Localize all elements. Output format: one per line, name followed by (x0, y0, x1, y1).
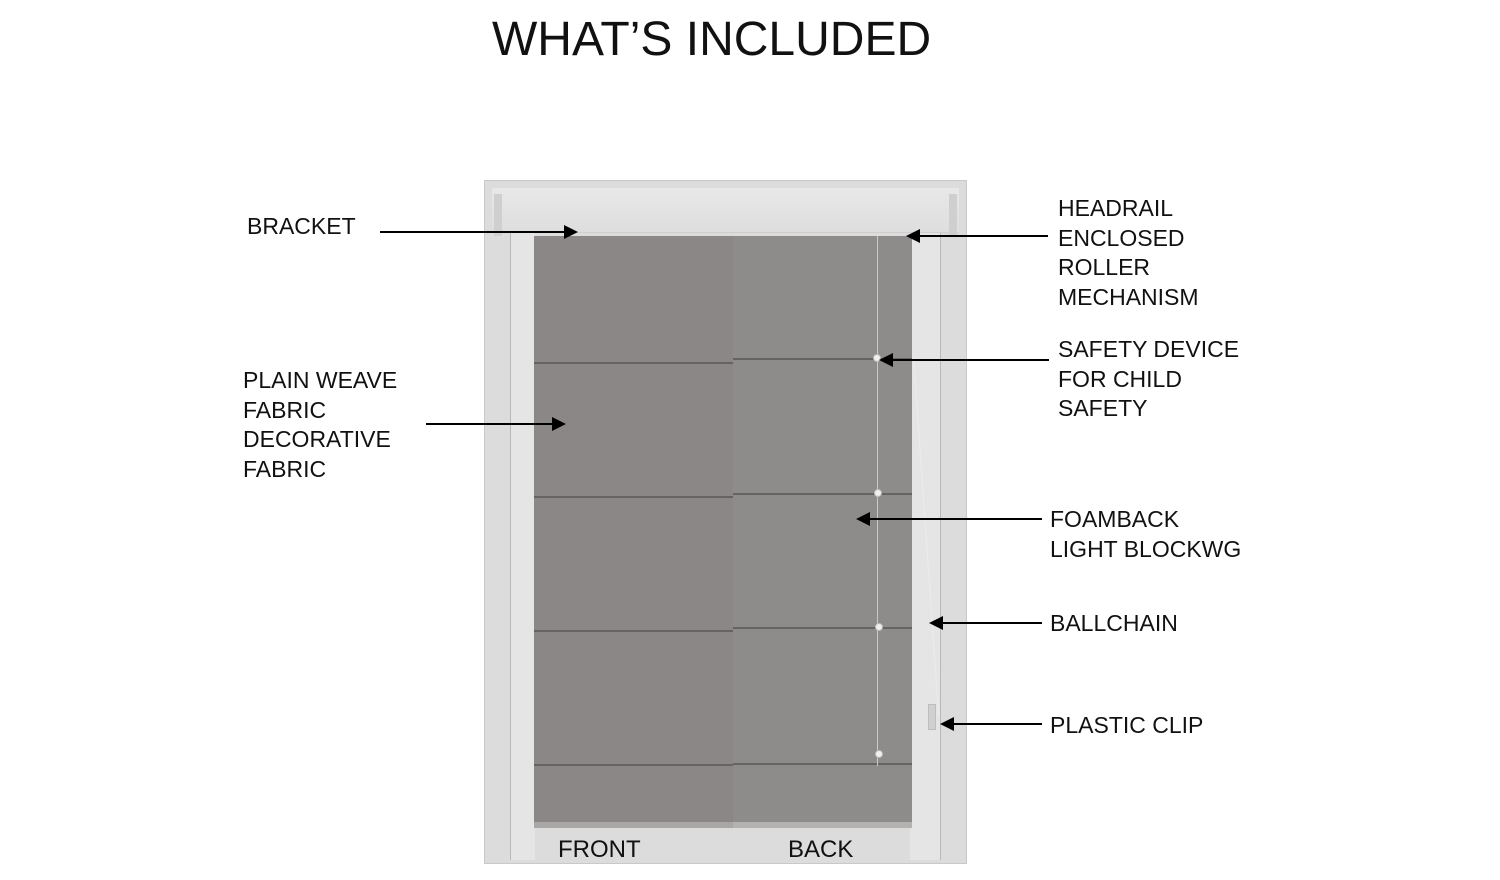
callout-label: FOAMBACK LIGHT BLOCKWG (1050, 506, 1242, 562)
fabric-bottom-bar (733, 822, 912, 828)
callout-label: HEADRAIL ENCLOSED ROLLER MECHANISM (1058, 195, 1199, 310)
fabric-fold (534, 362, 733, 364)
fabric-fold (534, 496, 733, 498)
roman-blind-illustration: FRONT BACK (484, 180, 967, 864)
arrow-left-icon (906, 229, 1048, 243)
fabric-back-panel (733, 236, 912, 828)
safety-bead-icon (875, 750, 883, 758)
front-label: FRONT (558, 836, 641, 863)
callout-label: SAFETY DEVICE FOR CHILD SAFETY (1058, 336, 1240, 422)
lift-cord (877, 236, 878, 766)
bracket-right (949, 194, 957, 236)
fabric-fold (534, 630, 733, 632)
arrow-left-icon (879, 353, 1049, 367)
callout-label: BALLCHAIN (1050, 610, 1178, 636)
arrow-left-icon (940, 717, 1042, 731)
fabric-fold (733, 627, 912, 629)
fabric-fold (733, 493, 912, 495)
fabric-fold (733, 358, 912, 360)
fabric-bottom-bar (534, 822, 733, 828)
arrow-left-icon (929, 616, 1042, 630)
arrow-right-icon (380, 225, 578, 239)
arrow-left-icon (856, 512, 1042, 526)
fabric-front-panel (534, 236, 733, 828)
fabric-fold (534, 764, 733, 766)
window-frame-left (510, 232, 535, 860)
callout-label: PLASTIC CLIP (1050, 712, 1204, 738)
callout-label: PLAIN WEAVE FABRIC DECORATIVE FABRIC (243, 367, 398, 482)
callout-label: BRACKET (247, 213, 356, 239)
page-title: WHAT’S INCLUDED (492, 13, 932, 66)
bracket-left (494, 194, 502, 236)
safety-bead-icon (875, 623, 883, 631)
plastic-clip-icon (928, 704, 936, 730)
arrow-right-icon (426, 417, 566, 431)
back-label: BACK (788, 836, 854, 863)
safety-bead-icon (874, 489, 882, 497)
fabric-fold (733, 763, 912, 765)
headrail (492, 188, 959, 236)
